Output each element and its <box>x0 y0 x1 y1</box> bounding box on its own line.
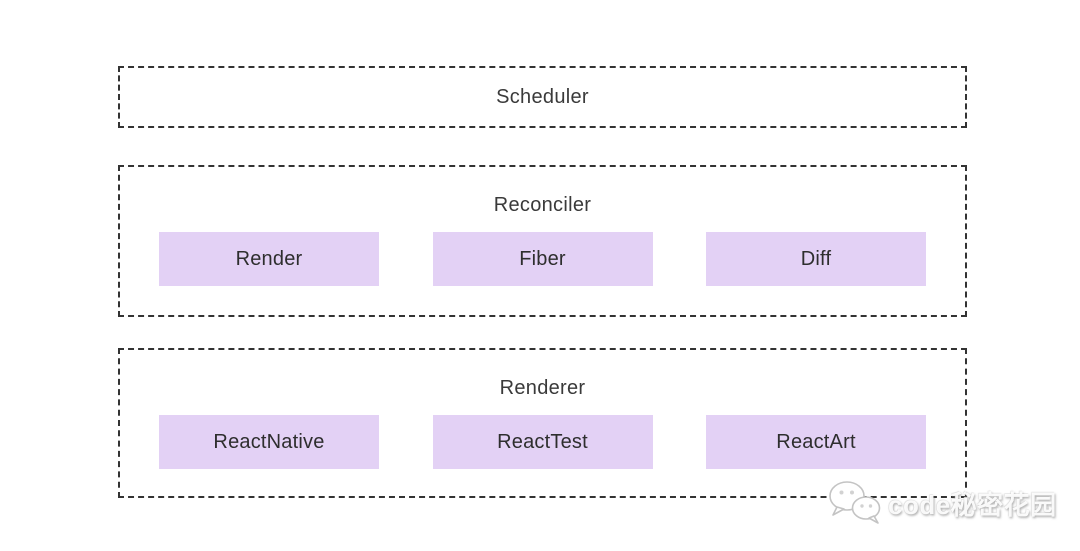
renderer-title: Renderer <box>499 377 586 399</box>
scheduler-box: Scheduler <box>118 66 967 128</box>
reconciler-module-row: Render Fiber Diff <box>120 232 965 286</box>
reconciler-title: Reconciler <box>493 194 592 216</box>
wechat-icon <box>824 477 886 529</box>
renderer-module-row: ReactNative ReactTest ReactArt <box>120 415 965 469</box>
watermark: code秘密花园 <box>824 477 1057 529</box>
renderer-box: Renderer ReactNative ReactTest ReactArt <box>118 348 967 498</box>
scheduler-title: Scheduler <box>496 86 589 108</box>
reconciler-box: Reconciler Render Fiber Diff <box>118 165 967 317</box>
module-reactnative: ReactNative <box>159 415 379 469</box>
module-fiber: Fiber <box>432 232 653 286</box>
module-reactart: ReactArt <box>706 415 926 469</box>
watermark-text: code秘密花园 <box>888 489 1057 520</box>
module-reacttest: ReactTest <box>432 415 653 469</box>
module-diff: Diff <box>706 232 926 286</box>
module-render: Render <box>159 232 379 286</box>
